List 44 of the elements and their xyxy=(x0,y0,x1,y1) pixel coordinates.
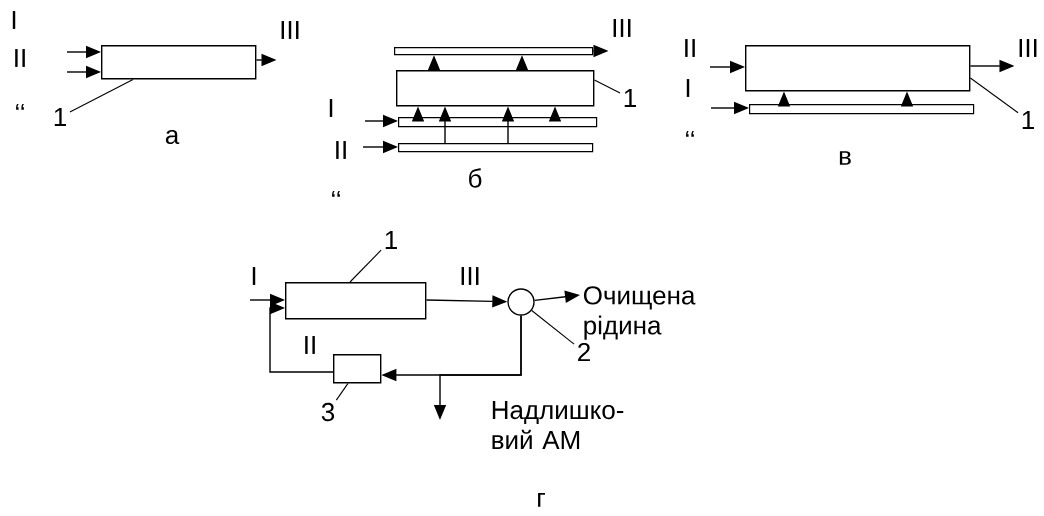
roman-numeral: II xyxy=(685,39,695,57)
plate-bar xyxy=(749,104,975,115)
leader-line xyxy=(349,249,382,283)
outlet-label: Надлишко- вий АМ xyxy=(492,401,624,449)
roman-numeral: III xyxy=(613,19,631,37)
callout-number: 3 xyxy=(321,402,335,422)
outlet-label: Очищена рідина xyxy=(583,286,696,340)
process-box xyxy=(396,70,595,107)
separator-circle xyxy=(507,288,535,316)
leader-line xyxy=(593,79,621,94)
leader-line xyxy=(69,78,134,113)
roman-numeral: III xyxy=(1019,39,1037,57)
callout-number: 2 xyxy=(578,342,590,362)
leader-line xyxy=(531,309,575,345)
roman-numeral: II xyxy=(15,49,25,67)
roman-numeral: III xyxy=(461,267,479,285)
roman-numeral: II xyxy=(336,141,346,159)
quote-marks: ‘‘ xyxy=(332,191,340,197)
process-box xyxy=(333,354,382,384)
roman-numeral: I xyxy=(686,79,690,97)
plate-bar xyxy=(394,47,594,56)
roman-numeral: I xyxy=(252,267,256,285)
panel-letter: г xyxy=(538,493,545,507)
process-box xyxy=(101,45,257,80)
roman-numeral: I xyxy=(329,99,333,117)
panel-letter: в xyxy=(839,151,851,165)
panel-letter: б xyxy=(469,168,482,188)
quote-marks: ‘‘ xyxy=(686,131,694,137)
leader-line xyxy=(335,382,349,401)
leader-line xyxy=(969,77,1019,114)
roman-numeral: I xyxy=(12,11,16,29)
callout-number: 1 xyxy=(385,231,397,249)
roman-numeral: II xyxy=(305,336,315,354)
process-box xyxy=(285,282,427,320)
callout-number: 1 xyxy=(1022,111,1034,129)
callout-number: 1 xyxy=(624,89,636,107)
panel-letter: а xyxy=(165,129,180,145)
roman-numeral: III xyxy=(281,21,299,39)
callout-number: 1 xyxy=(54,108,66,126)
arrow xyxy=(269,301,334,373)
plate-bar xyxy=(398,143,594,153)
process-box xyxy=(745,45,971,92)
plate-bar xyxy=(398,117,598,128)
quote-marks: ‘‘ xyxy=(16,104,24,110)
